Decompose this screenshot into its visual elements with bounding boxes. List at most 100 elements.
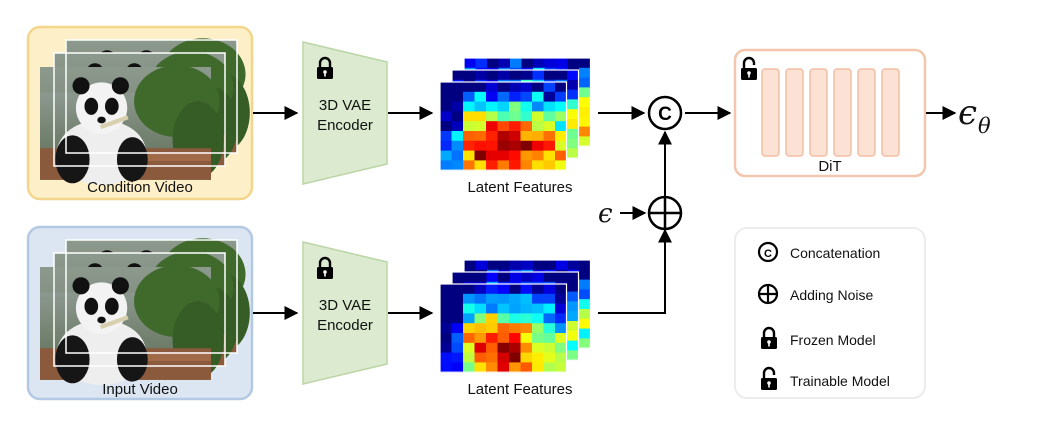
latent-cell (532, 160, 544, 171)
latent-cell (497, 293, 510, 305)
latent-cell (520, 150, 533, 161)
latent-cell (509, 91, 521, 103)
latent-cell (509, 121, 521, 132)
latent-cell (567, 89, 579, 100)
latent-cell (555, 352, 567, 363)
latent-cell (579, 279, 591, 290)
latent-cell (579, 107, 591, 118)
latent-cell (543, 284, 556, 295)
latent-cell (520, 293, 533, 305)
latent-cell (463, 131, 475, 142)
latent-cell (567, 138, 579, 149)
latent-cell (543, 333, 556, 344)
latent-cell (463, 70, 476, 81)
latent-cell (451, 121, 464, 132)
latent-cell (451, 160, 464, 171)
latent-cell (474, 140, 487, 152)
latent-cell (532, 284, 544, 295)
latent-cell (520, 352, 533, 363)
latent-cell (451, 323, 464, 334)
legend-frozen-model: Frozen Model (790, 332, 876, 348)
latent-cell (567, 350, 579, 361)
dit-block: DiT (733, 48, 927, 178)
latent-cell (555, 160, 567, 171)
latent-cell (463, 333, 475, 344)
latent-cell (520, 342, 533, 354)
latent-cell (532, 293, 544, 305)
latent-cell (452, 272, 464, 283)
latent-cell (497, 362, 510, 373)
latent-cell (532, 362, 544, 373)
legend-concatenation: Concatenation (790, 245, 880, 261)
latent-cell (440, 91, 452, 103)
latent-cell (567, 128, 579, 140)
concat-symbol: C (658, 104, 672, 125)
latent-cell (497, 140, 510, 152)
input-video-frames (40, 238, 250, 385)
latent-cell (486, 150, 498, 161)
latent-cell (579, 77, 591, 88)
latent-cell (486, 333, 498, 344)
latent-cell (510, 260, 522, 271)
latent-cell (474, 121, 487, 132)
latent-cell (520, 284, 533, 295)
latent-cell (509, 313, 521, 324)
latent-cell (555, 121, 567, 132)
latent-cell (543, 82, 556, 93)
latent-cell (474, 91, 487, 103)
latent-cell (532, 131, 544, 142)
latent-cell (486, 323, 498, 334)
latent-cell (474, 82, 487, 93)
latent-cell (555, 284, 567, 295)
latent-cell (451, 82, 464, 93)
latent-cell (440, 293, 452, 305)
latent-cell (497, 284, 510, 295)
latent-cell (555, 82, 567, 93)
legend-add-noise-icon (757, 283, 779, 305)
latent-cell (440, 352, 452, 363)
input-video-label: Input Video (102, 381, 178, 398)
latent-cell (498, 260, 511, 271)
latent-cell (487, 260, 499, 271)
latent-cell (497, 160, 510, 171)
latent-cell (555, 150, 567, 161)
latent-cell (474, 362, 487, 373)
latent-cell (555, 140, 567, 152)
latent-cell (498, 58, 511, 69)
latent-cell (486, 91, 498, 103)
dit-layer (761, 68, 780, 157)
latent-cell (440, 111, 452, 122)
latent-cell (521, 272, 533, 283)
latent-cell (486, 101, 498, 112)
latent-cell (509, 160, 521, 171)
latent-cell (532, 91, 544, 103)
latent-cell (532, 323, 544, 334)
latent-cell (509, 333, 521, 344)
latent-cell (555, 131, 567, 142)
latent-cell (451, 111, 464, 122)
latent-cell (464, 58, 476, 69)
latent-cell (543, 131, 556, 142)
latent-cell (463, 160, 475, 171)
latent-cell (440, 342, 452, 354)
latent-cell (520, 91, 533, 103)
latent-cell (520, 323, 533, 334)
latent-cell (556, 260, 568, 271)
legend-trainable-model: Trainable Model (790, 373, 890, 389)
latent-cell (555, 342, 567, 354)
latent-cell (463, 284, 475, 295)
dit-layer (785, 68, 804, 157)
latent-cell (567, 281, 579, 293)
latent-cell (474, 150, 487, 161)
latent-features-bottom-label: Latent Features (467, 381, 572, 398)
latent-cell (486, 293, 498, 305)
latent-cell (451, 131, 464, 142)
latent-cell (543, 160, 556, 171)
latent-cell (555, 323, 567, 334)
latent-cell (509, 131, 521, 142)
latent-cell (451, 150, 464, 161)
latent-cell (497, 352, 510, 363)
dit-layer (833, 68, 852, 157)
latent-cell (543, 91, 556, 103)
latent-cell (543, 303, 556, 314)
